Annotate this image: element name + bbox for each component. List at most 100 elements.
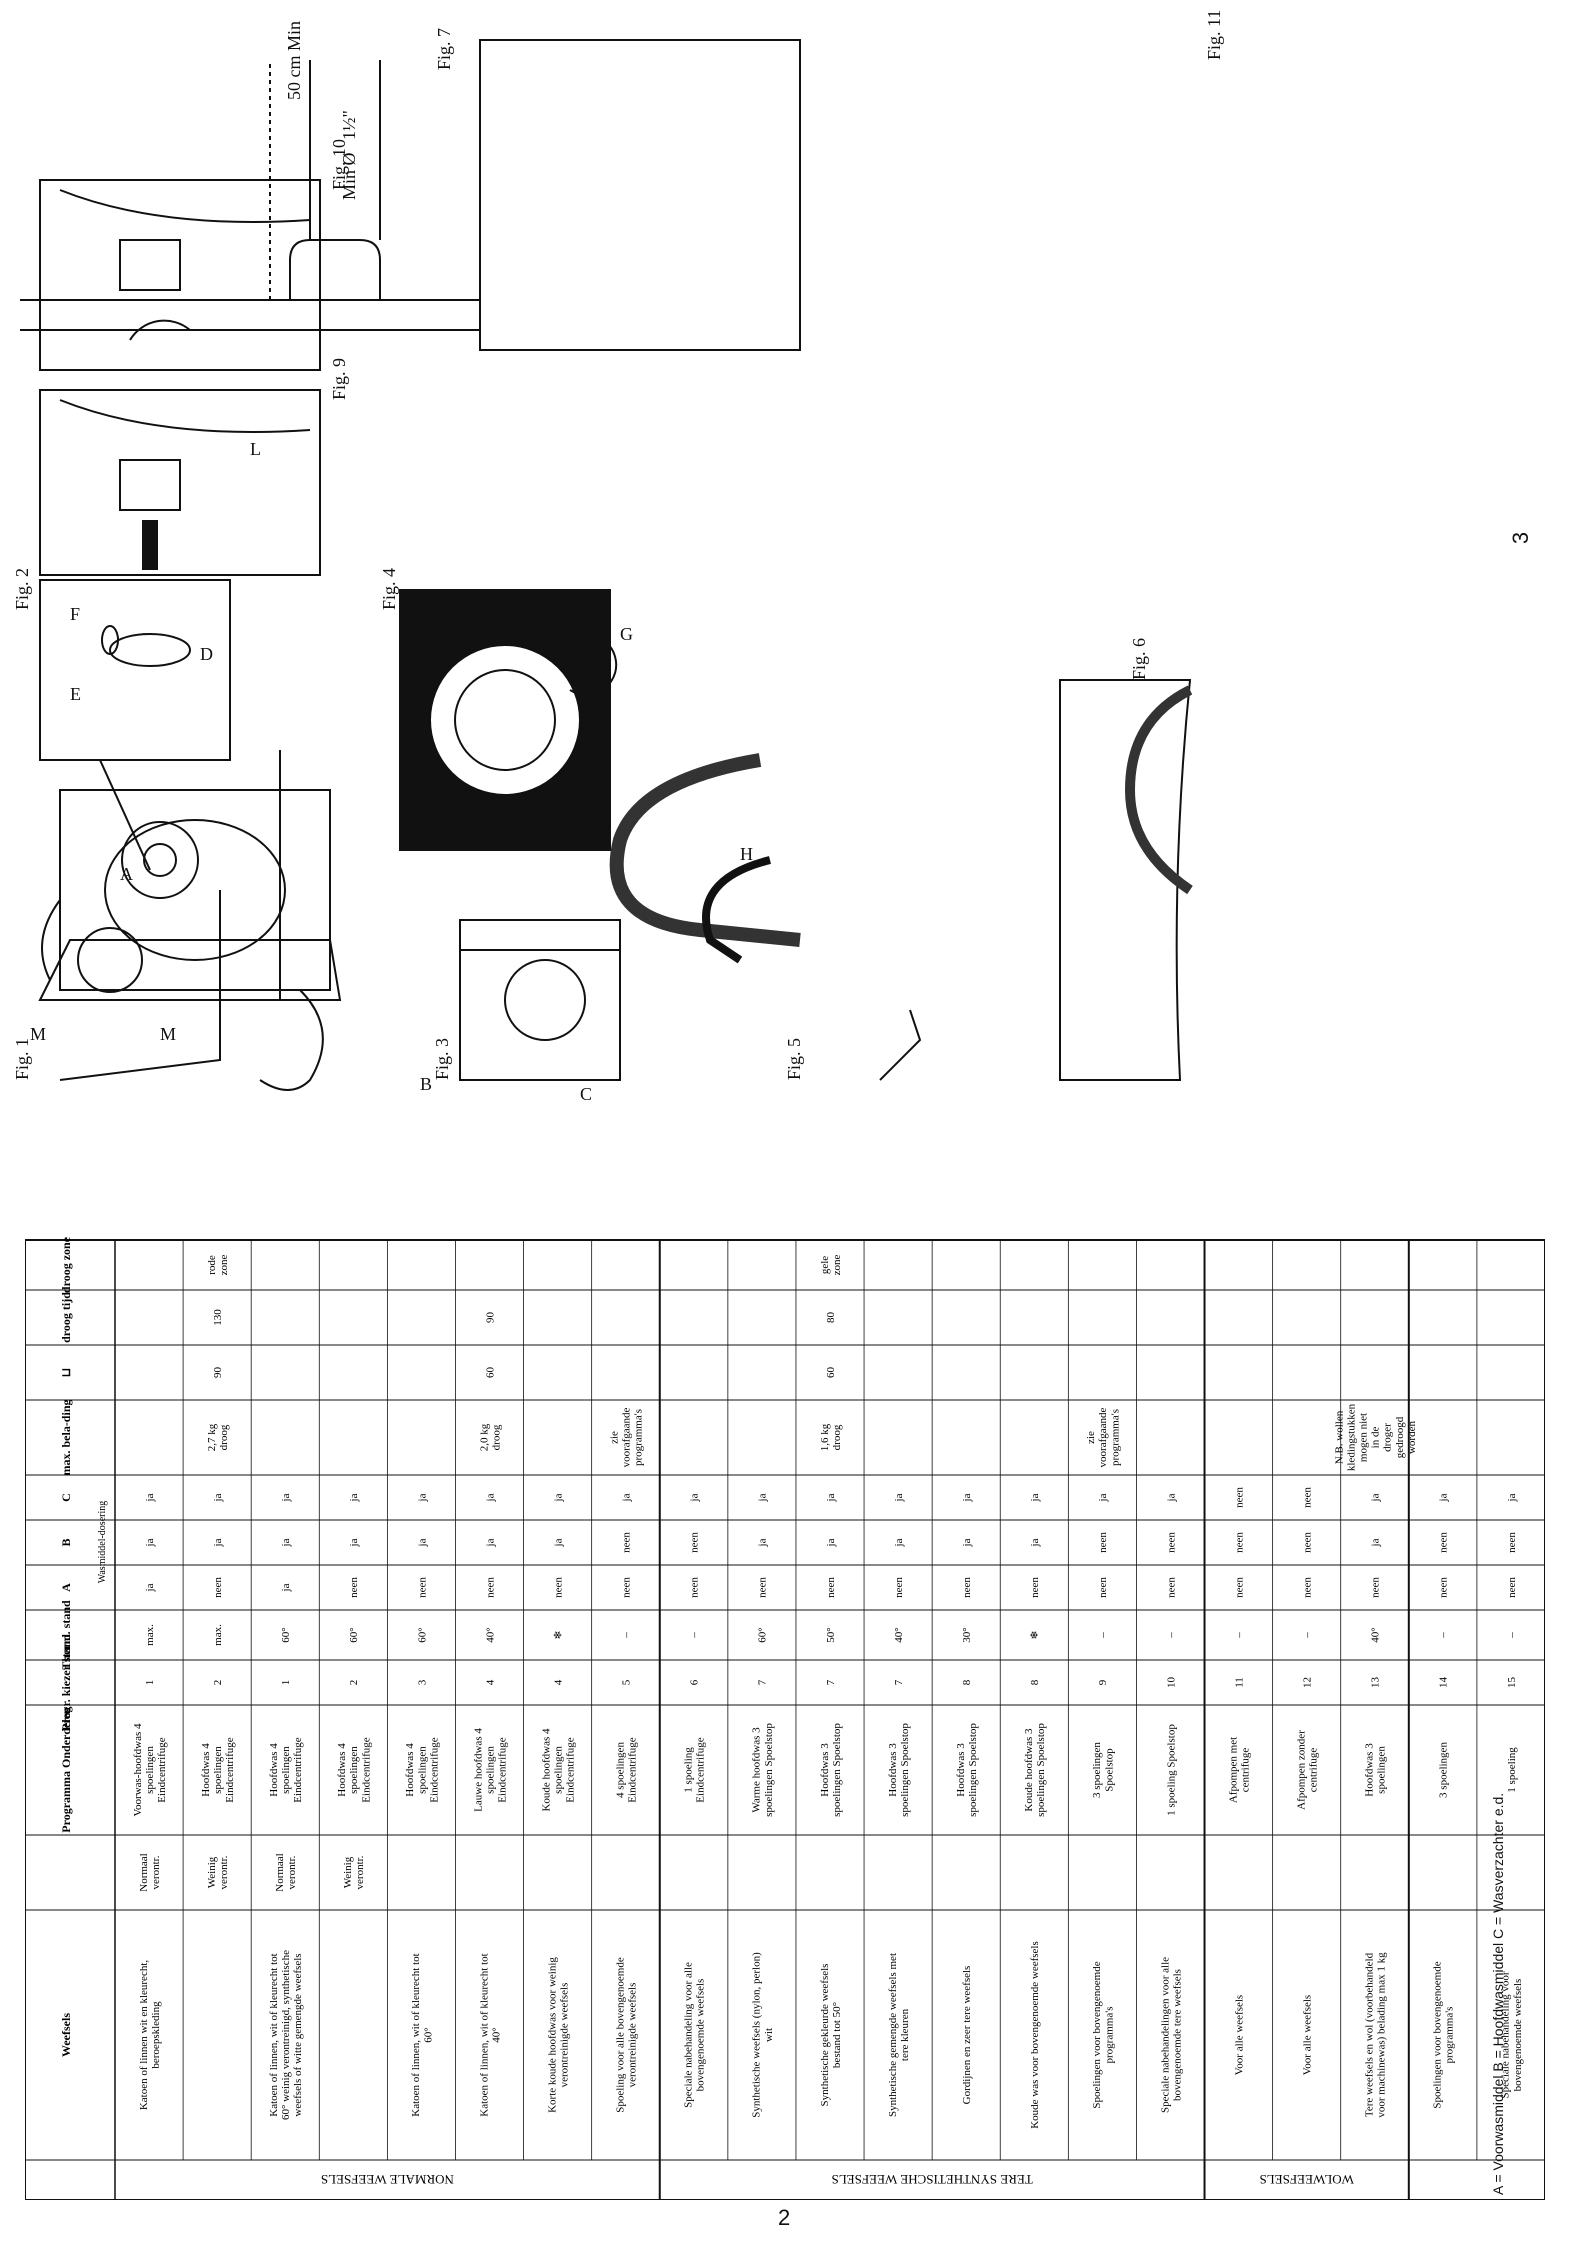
header-dry1: ⊔: [59, 1368, 73, 1377]
caption-fig2: Fig. 2: [12, 568, 32, 610]
cell-therm: 40°: [893, 1627, 905, 1642]
cell-therm: –: [1233, 1632, 1245, 1639]
cell-progr: 14: [1438, 1677, 1450, 1689]
header-dry2: droog tijd: [59, 1292, 73, 1343]
cell-progr: 7: [757, 1679, 769, 1685]
cell-program: Hoofdwas 3spoelingen Spoelstop: [955, 1723, 979, 1817]
caption-fig4: Fig. 4: [379, 568, 399, 610]
cell-therm: –: [1302, 1632, 1314, 1639]
cell-fabric: Spoeling voor alle bovengenoemdeverontre…: [615, 1957, 639, 2113]
cell-a: neen: [552, 1577, 564, 1598]
cell-program: Hoofdwas 3spoelingen Spoelstop: [819, 1723, 843, 1817]
cell-progr: 6: [689, 1679, 701, 1685]
cell-progr: 9: [1097, 1679, 1109, 1685]
cell-b: ja: [1029, 1538, 1041, 1547]
cell-b: neen: [1506, 1532, 1518, 1553]
cell-b: ja: [144, 1538, 156, 1547]
cell-c: ja: [144, 1493, 156, 1502]
cell-fabric: Gordijnen en zeer tere weefsels: [961, 1966, 973, 2105]
cell-c: ja: [1438, 1493, 1450, 1502]
cell-c: ja: [689, 1493, 701, 1502]
fig4-foot-detail: [399, 589, 618, 851]
cell-b: ja: [552, 1538, 564, 1547]
cell-fabric: Synthetische gemengde weefsels mettere k…: [887, 1953, 911, 2117]
cell-a: neen: [961, 1577, 973, 1598]
cell-fabric: Synthetische weefsels (nylon, perlon)wit: [751, 1952, 775, 2118]
figures-page: A E D F G B C H L M M Fig. 1 Fig. 2 Fig.…: [12, 10, 1224, 1104]
cell-progr: 8: [1029, 1679, 1041, 1685]
fig11-drawing: [40, 750, 281, 1081]
cell-a: neen: [689, 1577, 701, 1598]
cell-b: ja: [757, 1538, 769, 1547]
cell-c: ja: [1029, 1493, 1041, 1502]
cell-therm: –: [621, 1632, 633, 1639]
dim-pipe: 1½": [339, 110, 359, 140]
cell-progr: 4: [484, 1679, 496, 1685]
caption-fig1: Fig. 1: [12, 1038, 32, 1080]
cell-c: ja: [416, 1493, 428, 1502]
cell-program: Lauwe hoofdwas 4spoelingenEindcentrifuge: [472, 1728, 508, 1812]
fig3-machine-front: [459, 919, 621, 1081]
cell-a: neen: [1438, 1577, 1450, 1598]
cell-dry2: 130: [212, 1309, 224, 1326]
cell-c: ja: [893, 1493, 905, 1502]
cell-therm: 60°: [348, 1627, 360, 1642]
cell-program: Hoofdwas 4spoelingenEindcentrifuge: [200, 1737, 236, 1802]
cell-program: 1 spoelingEindcentrifuge: [683, 1737, 707, 1802]
cell-progr: 7: [893, 1679, 905, 1685]
cell-fabric: Speciale nabehandeling voorbovengenoemde…: [1500, 1971, 1524, 2098]
cell-c: ja: [757, 1493, 769, 1502]
cell-c: ja: [280, 1493, 292, 1502]
caption-fig5: Fig. 5: [784, 1038, 804, 1080]
header-c: C: [59, 1493, 73, 1502]
label-B: B: [420, 1074, 432, 1094]
cell-b: neen: [621, 1532, 633, 1553]
cell-a: neen: [348, 1577, 360, 1598]
header-dosering: Wasmiddel-dosering: [97, 1501, 108, 1584]
cell-b: ja: [1370, 1538, 1382, 1547]
cell-program: 4 spoelingenEindcentrifuge: [615, 1737, 639, 1802]
cell-therm: –: [1506, 1632, 1518, 1639]
cell-therm: 50°: [825, 1627, 837, 1642]
cell-b: neen: [1097, 1532, 1109, 1553]
cell-b: ja: [416, 1538, 428, 1547]
cell-c: neen: [1302, 1487, 1314, 1508]
caption-fig9: Fig. 9: [329, 358, 349, 400]
cell-therm: 60°: [416, 1627, 428, 1642]
cell-fabric: Voor alle weefsels: [1233, 1995, 1245, 2075]
cell-progr: 7: [825, 1679, 837, 1685]
cell-program: Voorwas-hoofdwas 4spoelingenEindcentrifu…: [132, 1723, 168, 1816]
cell-therm: ❄: [1029, 1630, 1041, 1639]
cell-fabric: Korte koude hoofdwas voor weinigverontre…: [546, 1957, 570, 2113]
cell-c: neen: [1233, 1487, 1245, 1508]
caption-fig10: Fig. 10: [329, 139, 349, 190]
cell-program: Hoofdwas 4spoelingenEindcentrifuge: [336, 1737, 372, 1802]
cell-b: ja: [280, 1538, 292, 1547]
cell-program: 1 spoeling Spoelstop: [1165, 1724, 1177, 1816]
cell-c: ja: [484, 1493, 496, 1502]
cell-progr: 10: [1165, 1677, 1177, 1689]
cell-load: 2,0 kgdroog: [478, 1423, 502, 1451]
cell-sub: Weinigverontr.: [342, 1855, 366, 1889]
cell-progr: 3: [416, 1679, 428, 1685]
cell-therm: max.: [144, 1624, 156, 1646]
cell-dry2: 90: [484, 1312, 496, 1324]
cell-fabric: Koude was voor bovengenoemde weefsels: [1029, 1941, 1041, 2129]
cell-dry1: 60: [484, 1367, 496, 1379]
cell-b: ja: [484, 1538, 496, 1547]
cell-b: ja: [348, 1538, 360, 1547]
header-b: B: [59, 1538, 73, 1546]
cell-load: N.B. wollenkledingstukkenmogen nietin de…: [1333, 1403, 1418, 1471]
fig10-drawing: [39, 179, 321, 371]
fig5-hose-drawing: [609, 753, 922, 1081]
cell-b: neen: [689, 1532, 701, 1553]
cell-b: ja: [893, 1538, 905, 1547]
fig7-standpipe-drawing: [20, 39, 801, 351]
header-program: Programma Onderdelen: [59, 1707, 73, 1833]
cell-fabric: Speciale nabehandelingen voor alleboveng…: [1159, 1957, 1183, 2113]
cell-zone: rodezone: [206, 1255, 230, 1276]
cell-a: neen: [825, 1577, 837, 1598]
cell-therm: 40°: [484, 1627, 496, 1642]
label-E: E: [70, 684, 81, 704]
